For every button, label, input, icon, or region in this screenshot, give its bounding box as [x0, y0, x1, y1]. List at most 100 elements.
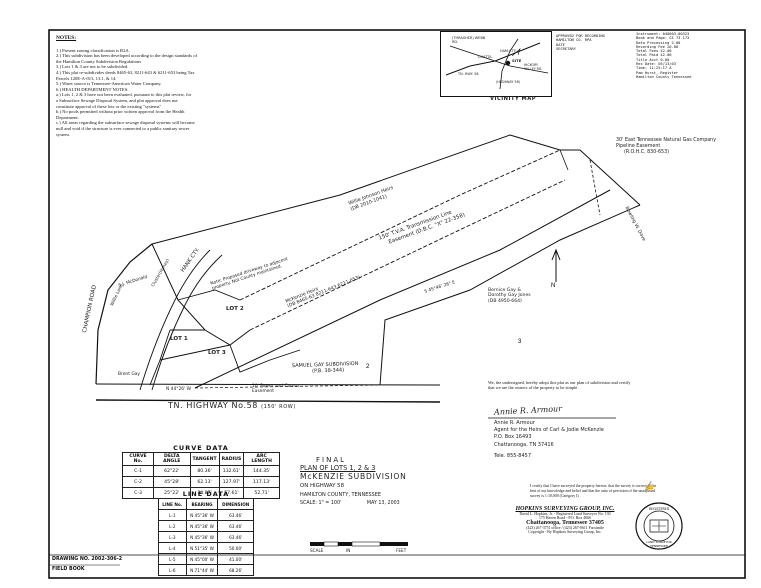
note-line: 2.) This subdivision has been developed …	[56, 53, 198, 59]
final-county: HAMILTON COUNTY, TENNESSEE	[300, 492, 382, 498]
lot-3-label: LOT 3	[208, 350, 226, 356]
surveyor-firm: HOPKINS SURVEYING GROUP, INC.	[515, 506, 615, 512]
table-cell: L-3	[158, 531, 187, 543]
line-col-header: LINE No.	[158, 498, 187, 510]
vicinity-place-6: (HIGHWAY 58)	[496, 80, 521, 84]
note-line: 6.) HEALTH DEPARTMENT NOTES:	[56, 86, 129, 92]
table-cell: 63.46'	[217, 520, 254, 532]
final-highway: ON HIGHWAY 58	[300, 483, 345, 489]
line-data-title: LINE DATA	[182, 490, 230, 498]
highway-row: (150' ROW)	[261, 404, 296, 410]
bearing-1-label: N 44°26' W	[166, 387, 191, 392]
table-cell: 117.13'	[243, 476, 280, 488]
table-cell: N 51°35' W	[185, 542, 219, 554]
table-cell: 62.13'	[189, 476, 220, 488]
stamp-line: Book and Page: GI 73 173	[636, 36, 690, 41]
approval-line-4: SECRETARY	[556, 46, 576, 51]
table-cell: C-3	[121, 487, 155, 499]
line-col-header: BEARING	[185, 498, 219, 510]
table-cell: 63.46'	[217, 509, 254, 521]
table-cell: L-4	[158, 542, 187, 554]
vicinity-place-5: TN. HWY. 58	[458, 72, 479, 76]
vicinity-place-3: CHATTA.	[478, 55, 493, 59]
vicinity-place-4: SITE	[512, 58, 522, 63]
table-row: C-1 62°22' 80.36' 132.61' 144.35'	[121, 465, 280, 477]
surveyor-phone: (423) 267-3751 office / (423) 267-0611 F…	[526, 526, 604, 530]
owner-name: Annie R. Armour	[494, 420, 535, 426]
table-cell: 68.26'	[217, 564, 254, 576]
surveyor-seal: REGISTERED LAND SURVEYOR TENNESSEE	[636, 504, 682, 550]
owner-box: P.O. Box 16493	[494, 434, 532, 441]
note-line: b.) No pools permitted without prior wri…	[56, 109, 185, 115]
owner-tele: Tele. 855-8457	[494, 452, 531, 459]
stamp-line: Total Paid 42.00	[636, 53, 672, 58]
seal-mid: LAND SURVEYOR	[646, 540, 672, 544]
table-cell: 127.97'	[218, 476, 245, 488]
surveyor-city: Chattanooga, Tennessee 37405	[526, 520, 604, 526]
surveyor-cert: I certify that I have surveyed the prope…	[530, 484, 657, 498]
vicinity-map	[440, 31, 552, 97]
note-line: 3.) Lots 1 & 3 are not to be subdivided.	[56, 64, 129, 70]
curve-col-header: ARC LENGTH	[243, 452, 280, 466]
line-data-block: LINE DATA LINE No. BEARING DIMENSION L-1…	[158, 490, 254, 576]
line-col-header: DIMENSION	[217, 498, 254, 510]
stamp-line: Rec Date: 05/13/03	[636, 62, 676, 67]
curve-col-header: DELTA ANGLE	[153, 452, 191, 466]
field-book: FIELD BOOK	[52, 567, 85, 572]
stamp-line: Hamilton County Tennessee	[636, 74, 692, 79]
table-cell: L-6	[158, 564, 187, 576]
final-word: FINAL	[316, 456, 347, 464]
note-line: a Subsurface Sewage Disposal System, and…	[56, 97, 178, 103]
scale-in: IN	[346, 548, 351, 553]
bernice-label: Bernice Gay & Dorothy Gay Jones (DB 4950…	[488, 288, 531, 304]
svg-text:N: N	[551, 283, 555, 289]
table-cell: N 45°36' W	[185, 531, 219, 543]
final-scale: SCALE: 1" = 100'	[300, 501, 342, 506]
vicinity-place-2: HAM.CTY.	[500, 49, 517, 53]
table-cell: 63.46'	[217, 531, 254, 543]
stamp-line: Instrument: 040003-00323	[636, 32, 690, 36]
table-cell: 52.71'	[243, 487, 280, 499]
approval-line-2: HAMILTON CO. RPA	[556, 38, 592, 43]
note-line: a.) Lots 1, 2 & 3 have not been evaluate…	[56, 92, 192, 98]
table-cell: L-2	[158, 520, 187, 532]
final-title-block: FINAL PLAN OF LOTS 1, 2 & 3 McKENZIE SUB…	[300, 456, 450, 506]
vicinity-map-label: VICINITY MAP	[490, 96, 537, 102]
owner-block: Annie R. Armour Agent for the Heirs of C…	[494, 420, 604, 460]
surveyor-person: David L. Hopkins, Jr. - Registered Land …	[519, 512, 611, 516]
curve-col-header: TANGENT	[189, 452, 220, 466]
bernice-ref: (DB 4950-664)	[488, 298, 522, 304]
owner-agent: Agent for the Heirs of Carl & Jodie McKe…	[494, 427, 604, 434]
surveyor-copyright: Copyright - By Hopkins Surveying Group, …	[528, 530, 602, 534]
line-header-row: LINE No. BEARING DIMENSION	[158, 498, 254, 510]
stamp-line: Total Fees 42.00	[636, 49, 672, 54]
table-cell: 62°22'	[153, 465, 191, 477]
table-cell: L-1	[158, 509, 187, 521]
table-cell: C-2	[121, 476, 155, 488]
approval-line-1: APPROVED FOR RECORDING	[556, 34, 605, 38]
note-line: Department.	[56, 114, 79, 120]
table-cell: 41.00'	[217, 553, 254, 565]
table-row: C-2 45°28' 62.13' 127.97' 117.13'	[121, 476, 280, 488]
svg-text:3: 3	[518, 339, 522, 345]
curve-col-header: RADIUS	[218, 452, 245, 466]
final-date: MAY 13, 2003	[366, 501, 400, 506]
highway-name: TN. HIGHWAY No.58	[168, 401, 258, 410]
note-line: the Hamilton County Subdivision Regulati…	[56, 58, 141, 64]
table-cell: 45°28'	[153, 476, 191, 488]
stamp-line: Title Acct 0.00	[636, 57, 670, 62]
stamp-line: Pam Hurst, Register	[636, 70, 679, 75]
bernice-name: Bernice Gay &	[488, 288, 521, 293]
table-cell: C-1	[121, 465, 155, 477]
table-cell: 132.61'	[218, 465, 245, 477]
note-line: c.) All areas regarding the subsurface s…	[56, 120, 195, 126]
curve-header-row: CURVE No. DELTA ANGLE TANGENT RADIUS ARC…	[121, 452, 280, 466]
final-scale-row: SCALE: 1" = 100' MAY 13, 2003	[300, 501, 450, 506]
note-line: 4.) This plat re-subdivides deeds 8465-6…	[56, 69, 195, 75]
vicinity-place-7: HICKORY VALLEY RD.	[524, 63, 543, 71]
